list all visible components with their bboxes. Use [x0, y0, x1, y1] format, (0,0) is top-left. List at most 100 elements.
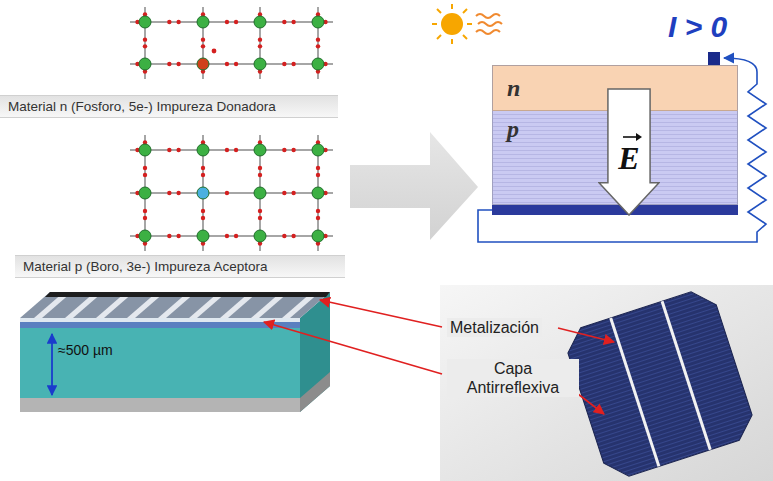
bond-line — [145, 149, 203, 151]
valence-electron — [143, 216, 147, 220]
leader-line — [578, 394, 604, 414]
node-text: n — [493, 66, 534, 110]
valence-electron — [143, 209, 147, 213]
side-back-contact — [300, 372, 330, 412]
solar-cell-photo — [562, 286, 759, 481]
valence-electron — [258, 37, 262, 41]
process-arrow — [350, 132, 478, 240]
valence-electron — [282, 234, 286, 238]
bond-line — [145, 21, 203, 23]
bond-line — [203, 149, 260, 151]
bond-line — [260, 192, 318, 194]
free-electron — [212, 49, 217, 54]
valence-electron — [201, 216, 205, 220]
antireflective-layer — [20, 318, 300, 322]
valence-electron — [291, 191, 295, 195]
valence-electron — [316, 173, 320, 177]
valence-electron — [167, 191, 171, 195]
valence-electron — [225, 148, 229, 152]
busbar — [45, 292, 330, 297]
node-text: Material p (Boro, 3e-) Impureza Aceptora — [15, 256, 276, 277]
valence-electron — [225, 20, 229, 24]
valence-electron — [176, 234, 180, 238]
valence-electron — [291, 148, 295, 152]
bond-line — [203, 235, 260, 237]
atom — [254, 16, 266, 28]
valence-electron — [234, 62, 238, 66]
leader-lines — [264, 300, 614, 414]
atom — [139, 58, 151, 70]
bond-line — [260, 63, 318, 65]
valence-electron — [167, 234, 171, 238]
valence-electron — [234, 20, 238, 24]
valence-electron — [282, 62, 286, 66]
node-text: E — [598, 140, 660, 176]
top-contact — [708, 52, 720, 65]
atom — [312, 144, 324, 156]
valence-electron — [234, 234, 238, 238]
atom — [139, 144, 151, 156]
field-arrow-outline — [599, 89, 659, 215]
valence-electron — [316, 166, 320, 170]
valence-electron — [282, 148, 286, 152]
valence-electron — [143, 37, 147, 41]
cell-wafer — [562, 286, 759, 481]
current-label: I > 0 — [668, 10, 727, 44]
top-surface — [20, 292, 330, 318]
label-band: Material p (Boro, 3e-) Impureza Aceptora — [15, 255, 345, 278]
valence-electron — [291, 20, 295, 24]
dimension-label: ≈500 µm — [58, 341, 113, 359]
leader-line — [320, 300, 442, 327]
bond-line — [260, 235, 318, 237]
valence-electron — [225, 191, 229, 195]
atom — [312, 230, 324, 242]
valence-electron — [258, 216, 262, 220]
busbar — [661, 301, 712, 450]
part-label: Capa Antirreflexiva — [447, 359, 579, 397]
valence-electron — [143, 166, 147, 170]
atom — [139, 187, 151, 199]
leader-line — [264, 322, 442, 374]
crystal-lattice — [130, 135, 333, 251]
valence-electron — [225, 234, 229, 238]
bottom-contact — [492, 205, 738, 215]
busbar — [609, 318, 660, 467]
atom — [312, 16, 324, 28]
part-label: Metalización — [447, 318, 542, 337]
sun-icon — [432, 4, 502, 44]
atom — [254, 144, 266, 156]
atom — [197, 230, 209, 242]
valence-electron — [258, 166, 262, 170]
valence-electron — [282, 191, 286, 195]
valence-electron — [258, 44, 262, 48]
bond-line — [260, 149, 318, 151]
field-arrow: E — [598, 88, 660, 216]
atom — [139, 16, 151, 28]
valence-electron — [291, 234, 295, 238]
atom — [312, 187, 324, 199]
valence-electron — [291, 62, 295, 66]
valence-electron — [201, 209, 205, 213]
valence-electron — [282, 20, 286, 24]
atom — [254, 230, 266, 242]
bond-line — [203, 63, 260, 65]
back-contact — [20, 398, 300, 412]
node-text: p — [493, 111, 533, 147]
crystal-lattice — [130, 7, 333, 79]
bond-line — [145, 63, 203, 65]
valence-electron — [201, 166, 205, 170]
sun-rays — [432, 4, 472, 44]
valence-electron — [167, 20, 171, 24]
valence-electron — [225, 62, 229, 66]
label-band: Material n (Fosforo, 5e-) Impureza Donad… — [0, 95, 338, 118]
dimension-arrow — [51, 334, 53, 395]
bond-line — [203, 21, 260, 23]
atom — [197, 16, 209, 28]
atom — [254, 187, 266, 199]
valence-electron — [316, 44, 320, 48]
valence-electron — [143, 173, 147, 177]
valence-electron — [316, 209, 320, 213]
valence-electron — [316, 37, 320, 41]
vector-accent-head — [636, 133, 642, 141]
node-text: Material n (Fosforo, 5e-) Impureza Donad… — [0, 96, 284, 117]
